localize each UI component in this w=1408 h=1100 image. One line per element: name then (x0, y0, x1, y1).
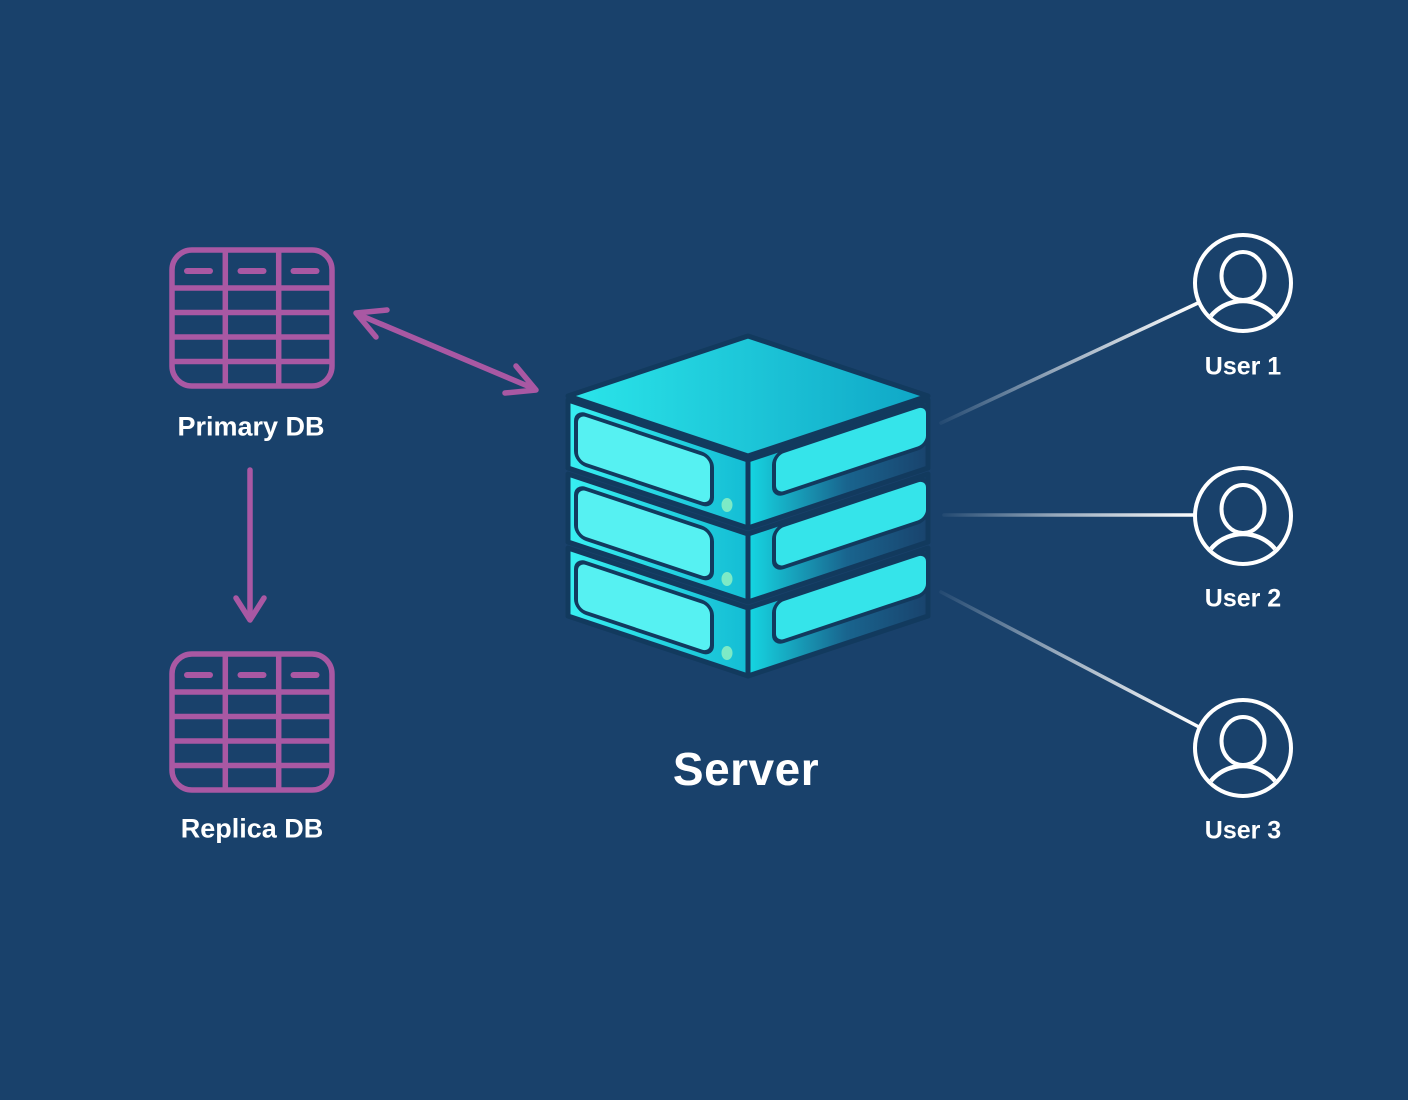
user-3-label: User 3 (1204, 816, 1282, 845)
db-server-double-arrow-icon (353, 307, 539, 396)
user-1-label: User 1 (1204, 352, 1282, 381)
server-label: Server (672, 743, 820, 795)
primary-db-table-icon (172, 250, 332, 386)
connection-line-user-3 (939, 590, 1201, 729)
server-stack-icon (565, 333, 931, 676)
replica-db-label: Replica DB (180, 813, 324, 844)
connection-line-user-1 (939, 301, 1200, 425)
server-top-face (565, 333, 931, 459)
replication-arrow-icon (233, 467, 267, 623)
user-2-label: User 2 (1204, 584, 1282, 613)
replica-db-table-icon (172, 654, 332, 790)
connection-lines-users (939, 301, 1201, 729)
primary-db-label: Primary DB (177, 411, 325, 442)
